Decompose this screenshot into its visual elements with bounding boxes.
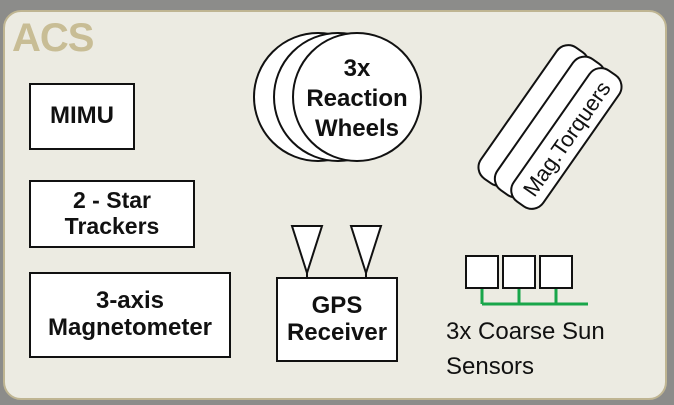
gps-antenna-left <box>290 225 324 277</box>
star-trackers-box: 2 - Star Trackers <box>29 180 195 248</box>
magnetometer-label: 3-axis Magnetometer <box>47 287 213 341</box>
reaction-wheels-label-line2: Reaction <box>306 85 407 112</box>
sun-sensor-1 <box>465 255 499 289</box>
sun-sensors-label-line2: Sensors <box>446 353 535 380</box>
reaction-wheels-count: 3x <box>344 55 371 82</box>
mimu-box: MIMU <box>29 83 135 150</box>
sun-sensor-2 <box>502 255 536 289</box>
gps-receiver-box: GPS Receiver <box>276 277 398 362</box>
gps-antennas <box>290 225 383 277</box>
gps-antenna-right <box>349 225 383 277</box>
reaction-wheels: 3x Reaction Wheels <box>253 32 422 162</box>
coarse-sun-sensors <box>465 255 588 306</box>
reaction-wheel-front <box>292 32 422 162</box>
gps-receiver-label: GPS Receiver <box>286 291 388 346</box>
mag-torquers: Mag.Torquers <box>477 44 623 210</box>
sun-sensors-label-line1: 3x Coarse Sun <box>446 318 605 345</box>
mimu-label: MIMU <box>50 102 114 130</box>
mag-torquer-front <box>510 67 623 210</box>
reaction-wheels-label-line3: Wheels <box>315 115 399 142</box>
sun-sensor-3 <box>539 255 573 289</box>
panel-title: ACS <box>12 16 94 60</box>
magnetometer-box: 3-axis Magnetometer <box>29 272 231 358</box>
star-trackers-label: 2 - Star Trackers <box>64 187 160 239</box>
